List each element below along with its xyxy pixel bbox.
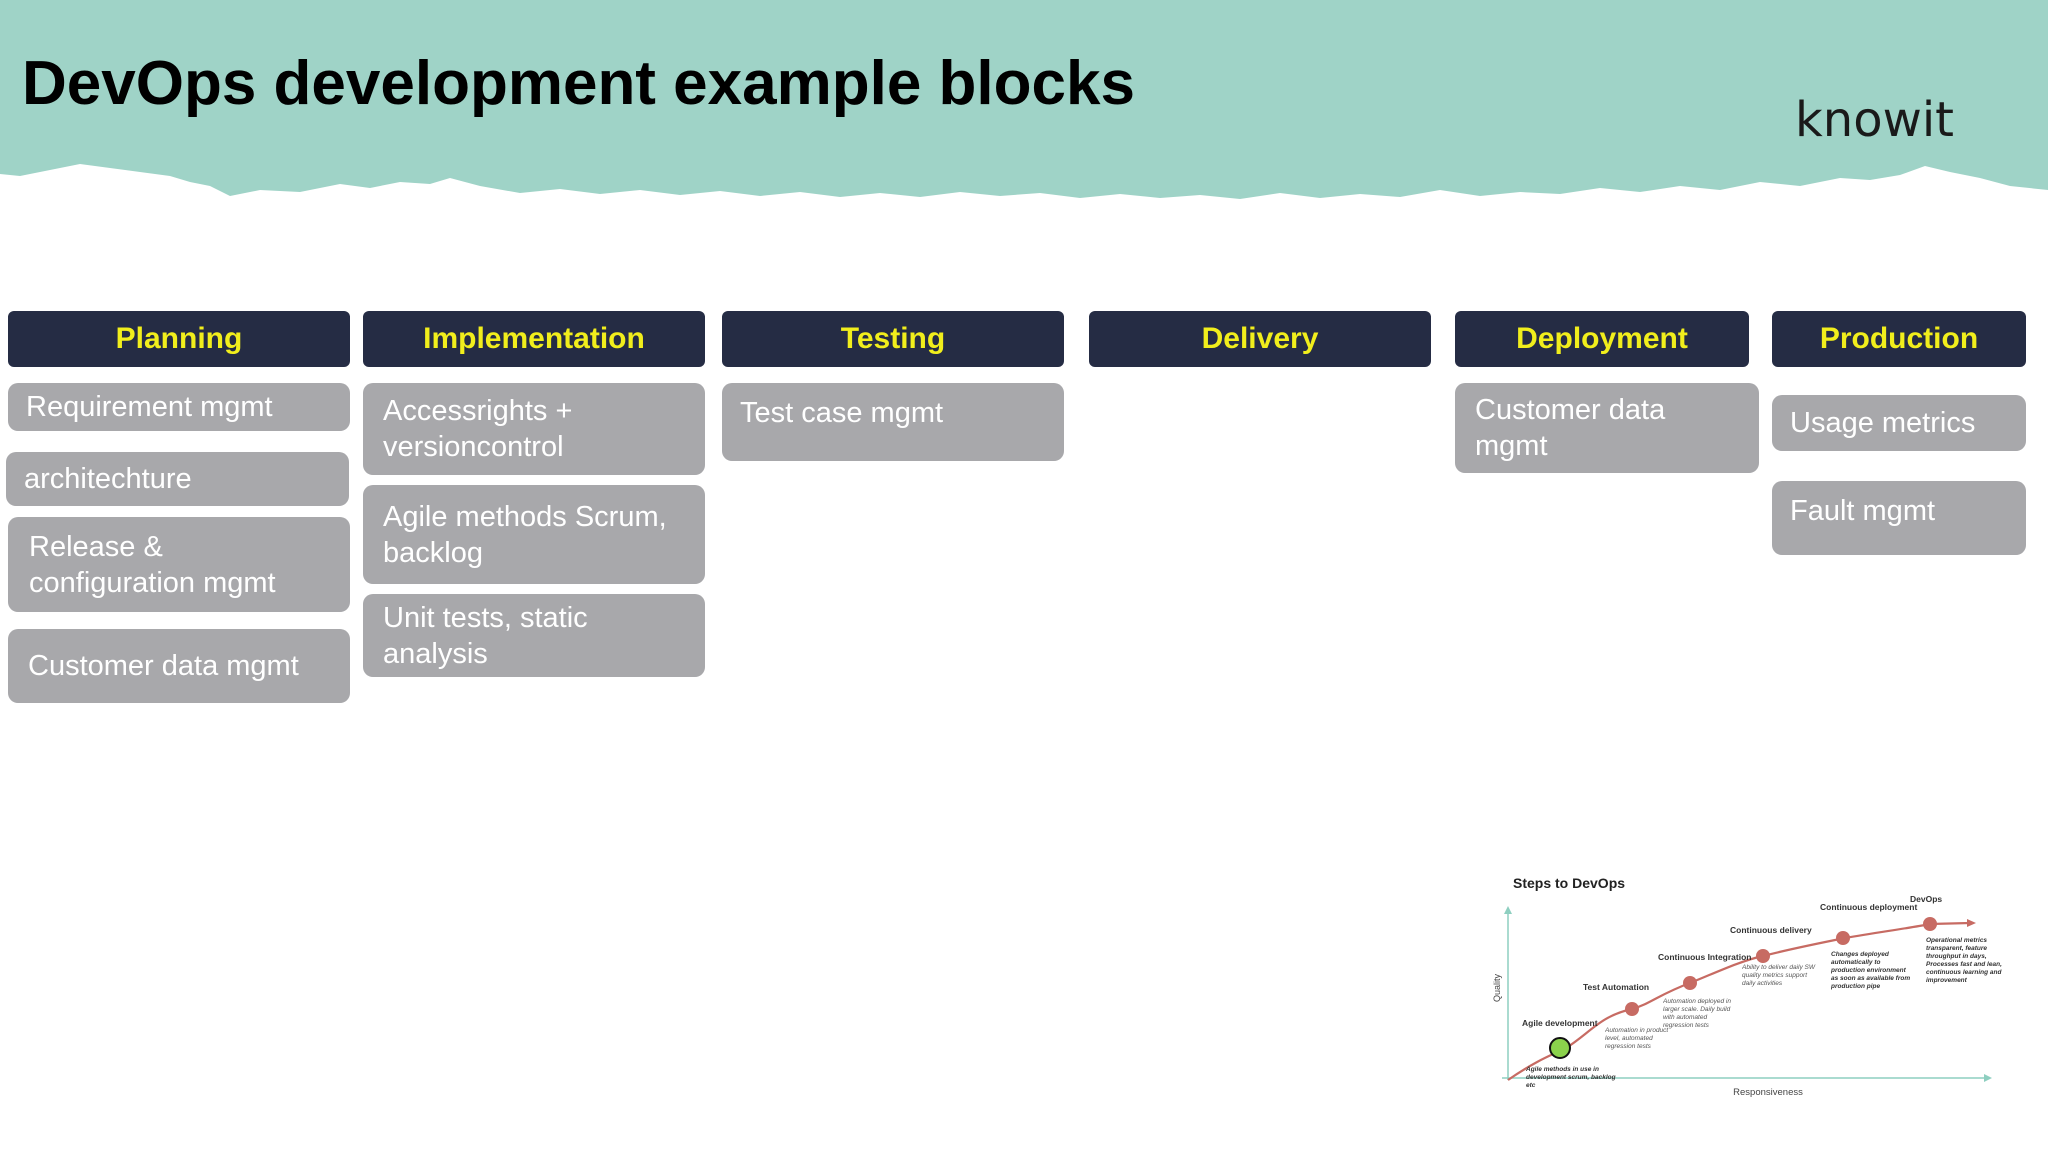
x-axis-label: Responsiveness — [1733, 1087, 1803, 1098]
column-header-delivery: Delivery — [1089, 311, 1431, 367]
step-name-devops: DevOps — [1910, 894, 1942, 904]
implementation-item: Accessrights + versioncontrol — [363, 383, 705, 475]
page-title: DevOps development example blocks — [22, 49, 1135, 118]
header-banner — [0, 0, 2048, 199]
step-desc-ci-wrap: Automation deployed in larger scale. Dai… — [1663, 998, 1731, 1029]
step-desc-agile-wrap: Agile methods in use in development scru… — [1526, 1066, 1616, 1089]
step-name-ci: Continuous Integration — [1658, 952, 1752, 962]
column-header-planning: Planning — [8, 311, 350, 367]
step-desc-devops: Operational metrics transparent, feature… — [1926, 937, 2002, 984]
planning-item: architechture — [6, 452, 349, 506]
column-header-deployment: Deployment — [1455, 311, 1749, 367]
continuous-integration-marker — [1683, 976, 1697, 990]
step-name-test-automation: Test Automation — [1583, 982, 1649, 992]
step-desc-devops-wrap: Operational metrics transparent, feature… — [1926, 937, 2002, 984]
step-desc-cd: Ability to deliver daily SW quality metr… — [1742, 964, 1815, 987]
continuous-deployment-marker — [1836, 931, 1850, 945]
step-desc-cdeploy: Changes deployed automatically to produc… — [1831, 951, 1911, 990]
step-name-agile: Agile development — [1522, 1018, 1598, 1028]
step-name-cdeploy: Continuous deployment — [1820, 902, 1917, 912]
step-desc-agile: Agile methods in use in development scru… — [1526, 1066, 1616, 1089]
devops-marker — [1923, 917, 1937, 931]
y-axis-label: Quality — [1492, 973, 1502, 1002]
steps-diagram-title: Steps to DevOps — [1513, 875, 1625, 891]
planning-item: Customer data mgmt — [8, 629, 350, 703]
steps-to-devops-diagram: Steps to DevOps Quality Responsiveness A… — [1492, 875, 2002, 1098]
agile-development-marker — [1549, 1037, 1571, 1059]
deployment-item: Customer data mgmt — [1455, 383, 1759, 473]
steps-curve-arrow — [1967, 919, 1976, 927]
column-header-production: Production — [1772, 311, 2026, 367]
step-desc-cd-wrap: Ability to deliver daily SW quality metr… — [1742, 964, 1815, 987]
banner-torn-edge — [0, 0, 2048, 199]
step-name-cd: Continuous delivery — [1730, 925, 1812, 935]
planning-item: Release & configuration mgmt — [8, 517, 350, 612]
continuous-delivery-marker — [1756, 949, 1770, 963]
column-header-implementation: Implementation — [363, 311, 705, 367]
implementation-item: Unit tests, static analysis — [363, 594, 705, 677]
production-item: Fault mgmt — [1772, 481, 2026, 555]
knowit-logo: knowit — [1795, 92, 1954, 148]
production-item: Usage metrics — [1772, 395, 2026, 451]
step-desc-ci: Automation deployed in larger scale. Dai… — [1663, 998, 1731, 1029]
step-desc-test-automation: Automation in product level, automated r… — [1605, 1027, 1669, 1050]
x-axis-arrow — [1984, 1074, 1992, 1082]
column-header-testing: Testing — [722, 311, 1064, 367]
implementation-item: Agile methods Scrum, backlog — [363, 485, 705, 584]
testing-item: Test case mgmt — [722, 383, 1064, 461]
step-desc-cdeploy-wrap: Changes deployed automatically to produc… — [1831, 951, 1911, 990]
y-axis-arrow — [1504, 906, 1512, 914]
step-desc-test-automation-wrap: Automation in product level, automated r… — [1605, 1027, 1669, 1050]
planning-item: Requirement mgmt — [8, 383, 350, 431]
test-automation-marker — [1625, 1002, 1639, 1016]
